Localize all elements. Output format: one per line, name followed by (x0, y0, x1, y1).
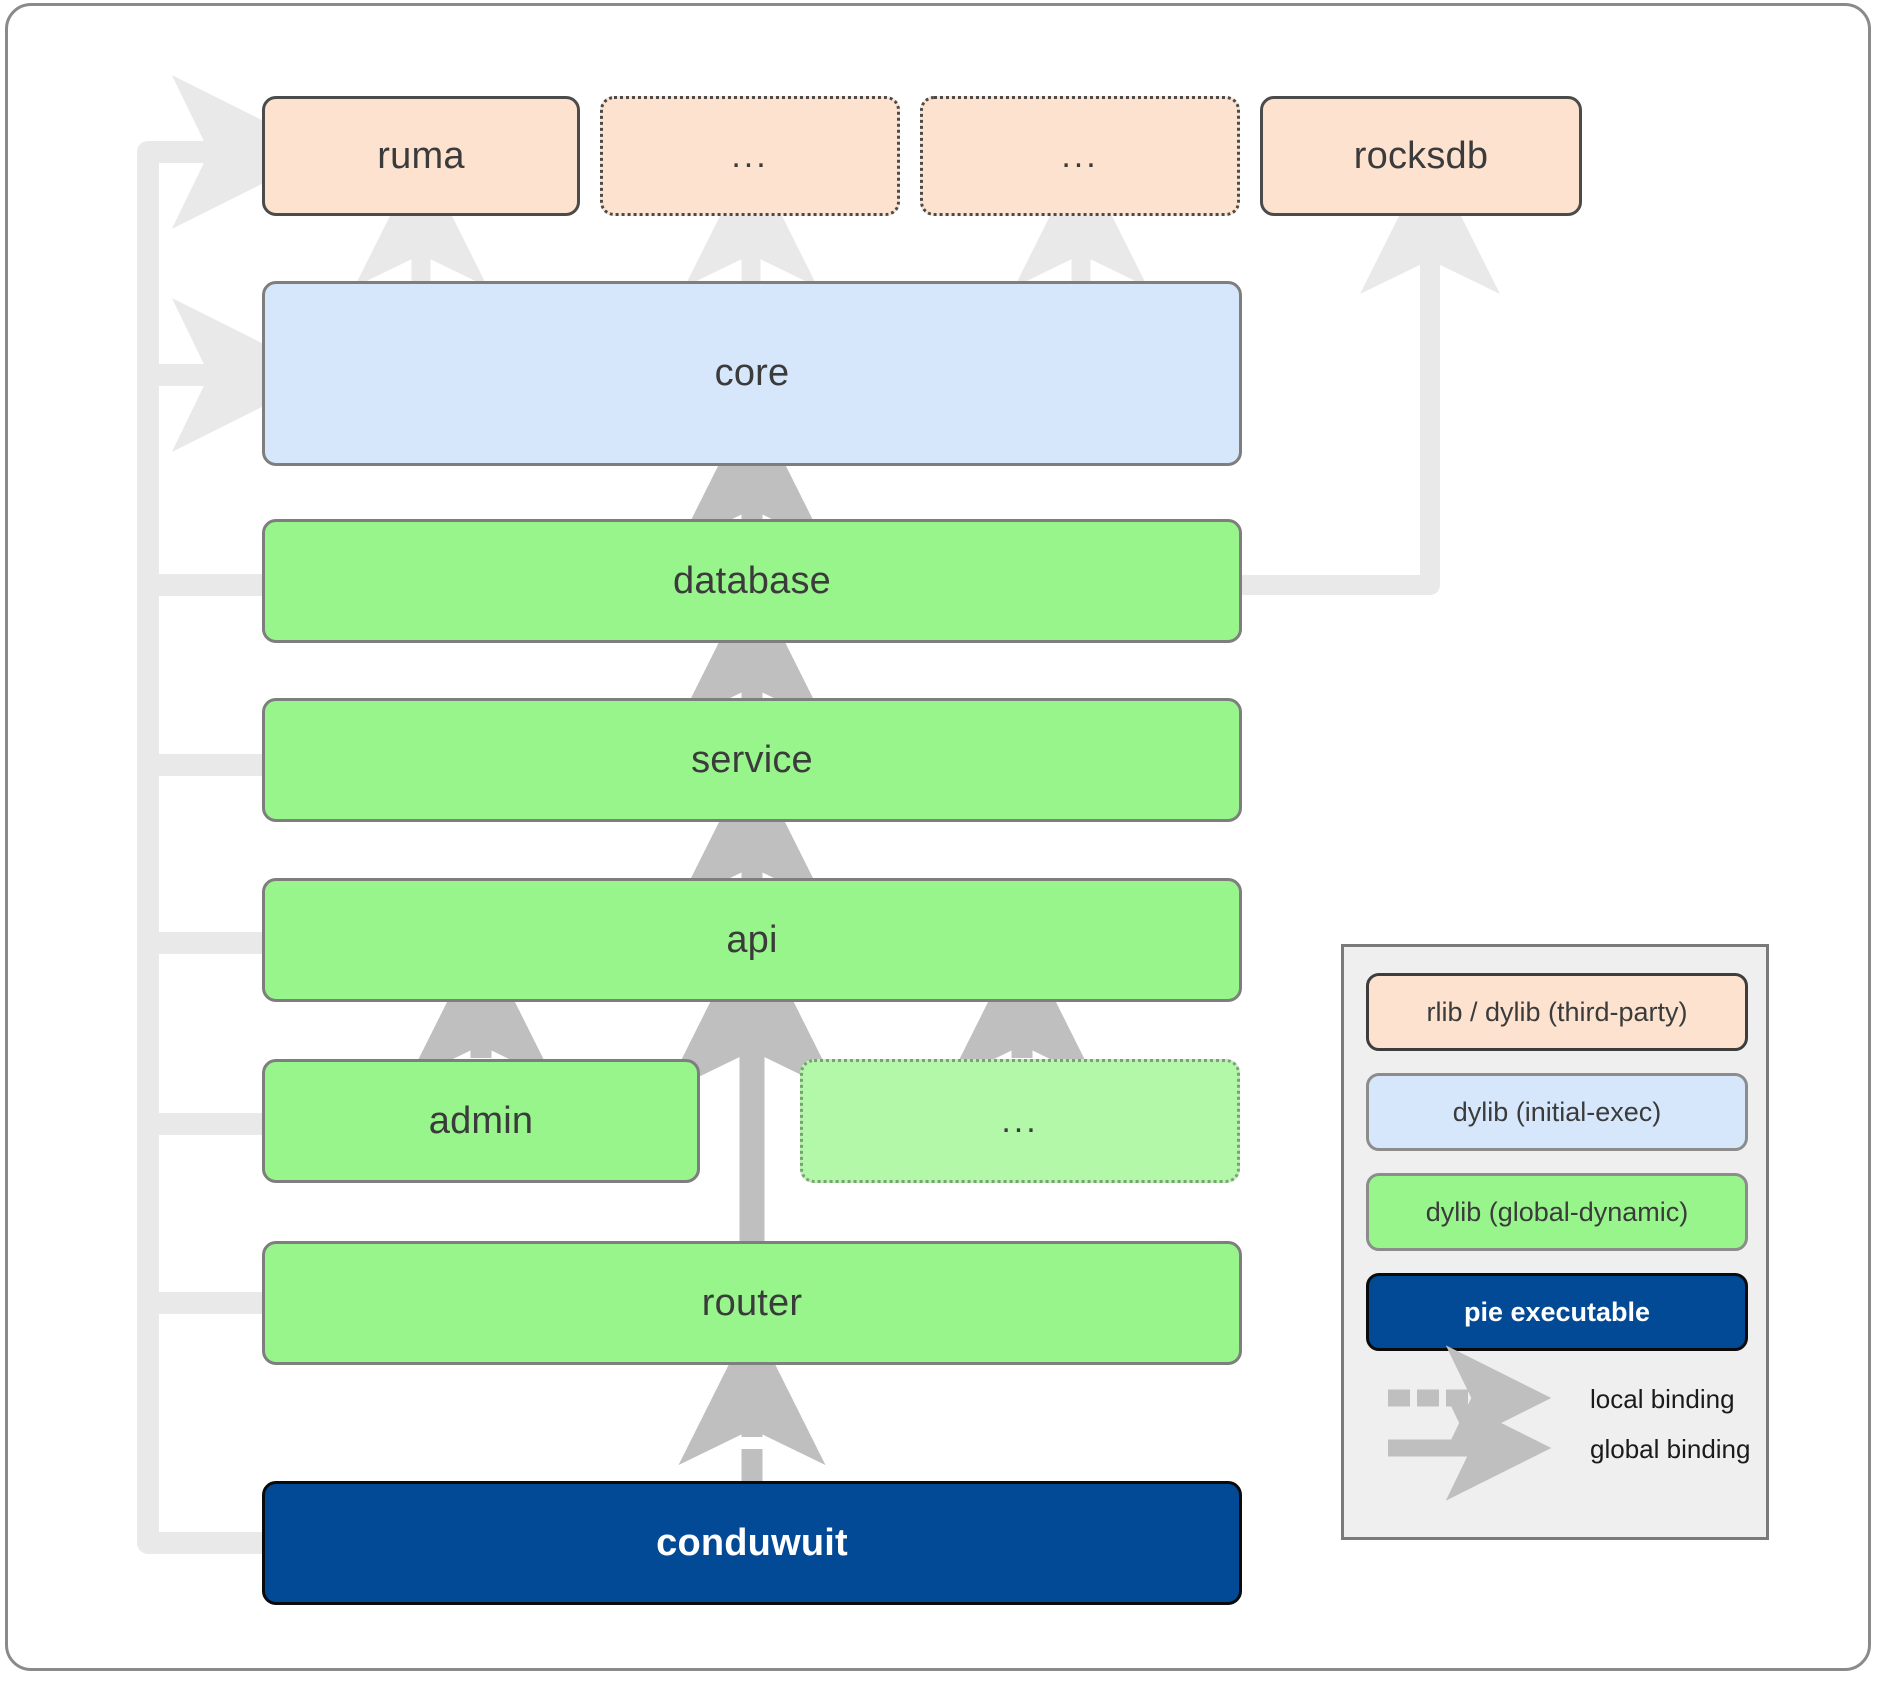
legend-swatch-dylib-global-dynamic: dylib (global-dynamic) (1366, 1173, 1748, 1251)
node-ruma[interactable]: ruma (262, 96, 580, 216)
legend-swatch-dylib-initial-exec: dylib (initial-exec) (1366, 1073, 1748, 1151)
legend-swatch-pie-executable: pie executable (1366, 1273, 1748, 1351)
node-top-ellipsis-2[interactable]: ... (920, 96, 1240, 216)
legend-label-rlib-dylib-third-party: rlib / dylib (third-party) (1426, 996, 1688, 1027)
node-top-ellipsis-1-label: ... (731, 136, 769, 175)
node-api-label: api (726, 918, 778, 961)
node-mid-ellipsis-label: ... (1001, 1101, 1039, 1140)
node-database-label: database (673, 559, 831, 602)
node-core[interactable]: core (262, 281, 1242, 466)
node-admin[interactable]: admin (262, 1059, 700, 1183)
node-rocksdb[interactable]: rocksdb (1260, 96, 1582, 216)
node-core-label: core (714, 352, 790, 394)
node-top-ellipsis-1[interactable]: ... (600, 96, 900, 216)
node-conduwuit[interactable]: conduwuit (262, 1481, 1242, 1605)
legend-label-local-binding: local binding (1590, 1384, 1735, 1414)
legend-label-global-binding: global binding (1590, 1434, 1751, 1464)
node-top-ellipsis-2-label: ... (1061, 136, 1099, 175)
node-rocksdb-label: rocksdb (1353, 134, 1489, 177)
legend-swatch-rlib-dylib-third-party: rlib / dylib (third-party) (1366, 973, 1748, 1051)
legend-label-dylib-initial-exec: dylib (initial-exec) (1452, 1096, 1662, 1127)
legend-panel: rlib / dylib (third-party) dylib (initia… (1341, 944, 1769, 1540)
node-service[interactable]: service (262, 698, 1242, 822)
node-router-label: router (701, 1281, 803, 1324)
node-admin-label: admin (428, 1099, 534, 1142)
legend-label-pie-executable: pie executable (1463, 1296, 1651, 1327)
node-router[interactable]: router (262, 1241, 1242, 1365)
node-service-label: service (691, 738, 813, 781)
legend-label-dylib-global-dynamic: dylib (global-dynamic) (1425, 1196, 1689, 1227)
node-conduwuit-label: conduwuit (656, 1521, 848, 1564)
node-mid-ellipsis[interactable]: ... (800, 1059, 1240, 1183)
node-ruma-label: ruma (377, 134, 465, 177)
node-database[interactable]: database (262, 519, 1242, 643)
node-api[interactable]: api (262, 878, 1242, 1002)
